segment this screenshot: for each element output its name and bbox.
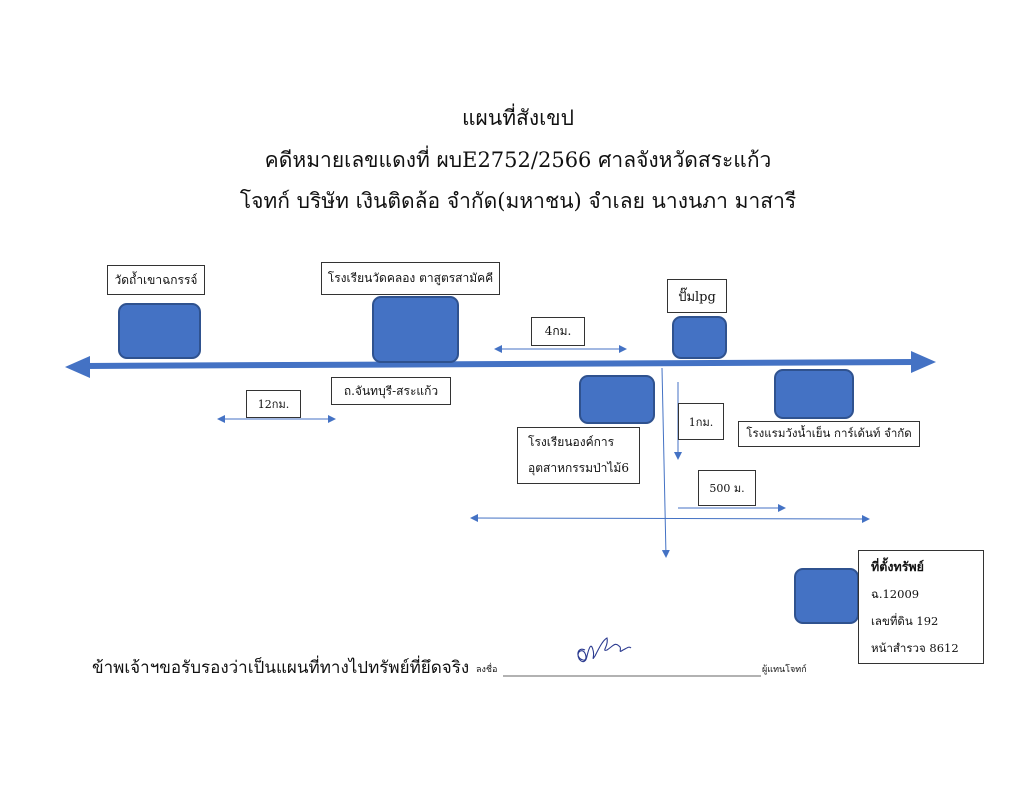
- school-klong-block: [372, 296, 459, 363]
- title-line-3: โจทก์ บริษัท เงินติดล้อ จำกัด(มหาชน) จำเ…: [239, 189, 797, 213]
- lpg-pump-block: [672, 316, 727, 359]
- label-hotel: โรงแรมวังน้ำเย็น การ์เด้นท์ จำกัด: [738, 421, 920, 447]
- label-school-forest-line2: อุตสาหกรรมป่าไม้6: [528, 461, 629, 475]
- label-1km: 1กม.: [678, 403, 724, 440]
- property-block: [794, 568, 859, 624]
- label-500m: 500 ม.: [698, 470, 756, 506]
- label-school-forest-line1: โรงเรียนองค์การ: [528, 435, 615, 449]
- label-temple: วัดถ้ำเขาฉกรรจ์: [107, 265, 205, 295]
- hotel-block: [774, 369, 854, 419]
- signature: [577, 637, 632, 663]
- signer-role: ผู้แทนโจทก์: [762, 665, 807, 675]
- property-info-box: ที่ตั้งทรัพย์ ฉ.12009 เลขที่ดิน 192 หน้า…: [858, 550, 984, 664]
- label-road: ถ.จันทบุรี-สระแก้ว: [331, 377, 451, 405]
- label-12km: 12กม.: [246, 390, 301, 418]
- school-forest-block: [579, 375, 655, 424]
- sign-label: ลงชื่อ: [476, 665, 498, 675]
- arrow-vertical-main: [661, 367, 670, 558]
- title-line-2: คดีหมายเลขแดงที่ ผบE2752/2566 ศาลจังหวัด…: [264, 148, 772, 172]
- label-school-klong: โรงเรียนวัดคลอง ตาสูตรสามัคคี: [321, 262, 500, 295]
- property-land-no: เลขที่ดิน 192: [871, 613, 939, 628]
- label-lpg-pump: ปั๊มlpg: [667, 279, 727, 313]
- title-line-1: แผนที่สังเขป: [462, 106, 574, 130]
- temple-block: [118, 303, 201, 359]
- label-4km: 4กม.: [531, 317, 585, 346]
- main-road-arrow: [65, 351, 936, 378]
- arrow-horizontal-lower: [470, 514, 870, 523]
- property-survey-page: หน้าสำรวจ 8612: [871, 640, 959, 655]
- property-heading: ที่ตั้งทรัพย์: [871, 558, 924, 574]
- certification-text: ข้าพเจ้าฯขอรับรองว่าเป็นแผนที่ทางไปทรัพย…: [92, 658, 470, 678]
- property-deed: ฉ.12009: [871, 586, 920, 601]
- label-school-forest: โรงเรียนองค์การ อุตสาหกรรมป่าไม้6: [517, 427, 640, 484]
